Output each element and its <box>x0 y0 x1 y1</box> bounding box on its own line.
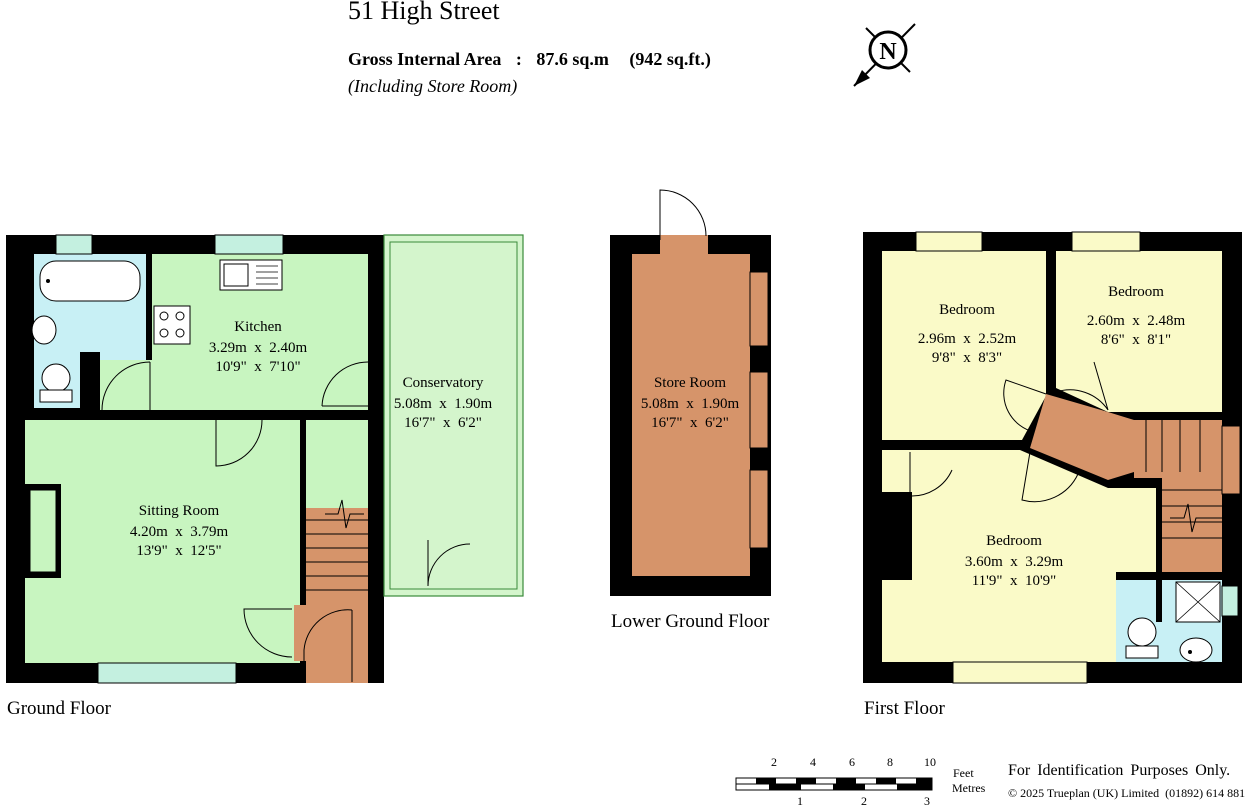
room-name: Bedroom <box>939 302 995 318</box>
store-room-area <box>632 254 750 576</box>
bedroom-1-area <box>882 251 1046 440</box>
room-metric: 5.08m x 1.90m <box>393 396 493 412</box>
room-metric: 2.96m x 2.52m <box>917 331 1017 347</box>
room-imperial: 13'9" x 12'5" <box>136 543 222 559</box>
scale-bar <box>735 777 933 791</box>
room-metric: 2.60m x 2.48m <box>1086 313 1186 329</box>
room-metric: 3.60m x 3.29m <box>964 554 1064 570</box>
gross-internal-area: Gross Internal Area : 87.6 sq.m (942 sq.… <box>348 49 711 70</box>
room-name: Store Room <box>653 375 727 391</box>
feet-tick: 6 <box>849 755 855 769</box>
first-landing <box>1030 394 1134 480</box>
room-name: Kitchen <box>234 319 282 335</box>
basin-icon <box>31 315 57 345</box>
room-name: Bedroom <box>1108 284 1164 300</box>
bedroom-3-area <box>882 450 1116 662</box>
room-imperial: 16'7" x 6'2" <box>404 415 482 431</box>
metre-tick: 3 <box>924 794 930 808</box>
feet-tick: 8 <box>887 755 893 769</box>
including-store-note: (Including Store Room) <box>348 76 518 96</box>
lower-ground-floor-label: Lower Ground Floor <box>611 611 770 632</box>
hallway-area <box>306 420 368 508</box>
room-metric: 3.29m x 2.40m <box>208 340 308 356</box>
feet-tick: 4 <box>810 755 816 769</box>
lower-ground-floor-plan <box>610 189 771 596</box>
conservatory-label: Conservatory 5.08m x 1.90m 16'7" x 6'2" <box>394 374 492 433</box>
room-imperial: 16'7" x 6'2" <box>651 415 729 431</box>
feet-unit-label: Feet <box>953 766 974 780</box>
kitchen-label: Kitchen 3.29m x 2.40m 10'9" x 7'10" <box>209 318 307 377</box>
gross-area-label: Gross Internal Area <box>348 49 502 69</box>
bath-icon <box>39 260 141 302</box>
metres-unit-label: Metres <box>952 781 986 795</box>
first-floor-label: First Floor <box>864 698 945 719</box>
room-name: Conservatory <box>402 375 484 391</box>
room-metric: 4.20m x 3.79m <box>129 524 229 540</box>
ground-floor-label: Ground Floor <box>7 698 111 719</box>
gross-area-separator: : <box>515 49 522 69</box>
store-room-label: Store Room 5.08m x 1.90m 16'7" x 6'2" <box>641 374 739 433</box>
room-imperial: 9'8" x 8'3" <box>931 350 1003 366</box>
room-metric: 5.08m x 1.90m <box>640 396 740 412</box>
ground-floor-plan <box>6 234 524 684</box>
metre-tick: 2 <box>861 794 867 808</box>
gross-area-imperial: (942 sq.ft.) <box>629 49 711 69</box>
room-name: Bedroom <box>986 533 1042 549</box>
room-imperial: 10'9" x 7'10" <box>215 359 301 375</box>
compass-rose-icon: N <box>853 23 916 87</box>
kitchen-area <box>152 254 368 360</box>
copyright-note: © 2025 Trueplan (UK) Limited (01892) 614… <box>1008 786 1246 800</box>
first-floor-plan <box>863 231 1242 684</box>
bedroom-1-label: Bedroom 2.96m x 2.52m 9'8" x 8'3" <box>918 301 1016 368</box>
room-name: Sitting Room <box>138 503 220 519</box>
metre-tick: 1 <box>797 794 803 808</box>
gross-area-metric: 87.6 sq.m <box>536 49 609 69</box>
bedroom-3-label: Bedroom 3.60m x 3.29m 11'9" x 10'9" <box>965 532 1063 591</box>
first-stairs <box>1134 420 1222 478</box>
bedroom-2-label: Bedroom 2.60m x 2.48m 8'6" x 8'1" <box>1087 283 1185 350</box>
ground-stairs <box>306 508 368 683</box>
sitting-room-area <box>25 420 300 663</box>
sitting-room-label: Sitting Room 4.20m x 3.79m 13'9" x 12'5" <box>130 502 228 561</box>
toilet-icon <box>41 363 71 393</box>
feet-tick: 10 <box>924 755 936 769</box>
identification-note: For Identification Purposes Only. <box>1008 762 1231 779</box>
conservatory-area <box>383 234 524 597</box>
basin-icon <box>1179 637 1213 663</box>
compass-north-letter: N <box>879 39 897 65</box>
hob-icon <box>153 305 191 345</box>
property-address: 51 High Street <box>348 0 500 25</box>
room-imperial: 8'6" x 8'1" <box>1100 332 1172 348</box>
bedroom-2-area <box>1056 251 1222 412</box>
feet-tick: 2 <box>771 755 777 769</box>
room-imperial: 11'9" x 10'9" <box>971 573 1057 589</box>
toilet-icon <box>1127 617 1157 647</box>
